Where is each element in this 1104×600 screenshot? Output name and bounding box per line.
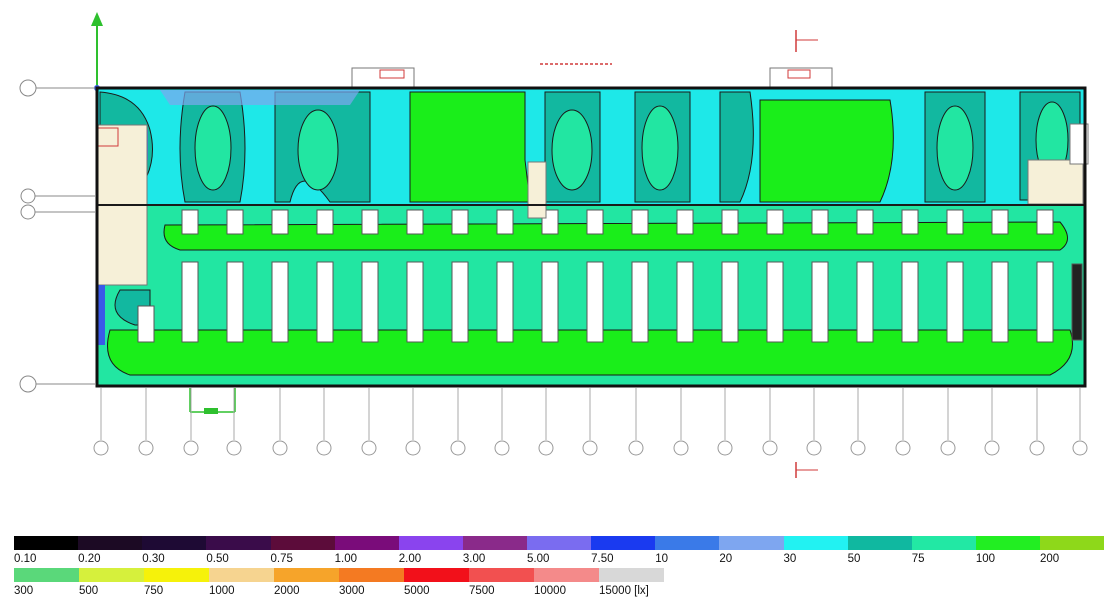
lower-zone-contours <box>107 221 1073 376</box>
legend-swatch <box>14 568 79 582</box>
grid-column-markers <box>93 388 1088 456</box>
legend-swatch <box>14 536 79 550</box>
legend-swatch <box>1040 536 1104 550</box>
lighting-floor-plan <box>19 12 1089 478</box>
legend-swatch <box>270 536 335 550</box>
legend-swatch <box>975 536 1040 550</box>
legend-label: 750 <box>144 585 164 597</box>
rack-row-lower <box>137 261 1083 343</box>
legend-label-row-1: 0.10 0.20 0.30 0.50 0.75 1.00 2.00 3.00 5.00 7.50… <box>14 550 1104 568</box>
section-marker <box>795 462 818 478</box>
legend-swatch <box>599 568 664 582</box>
legend-swatch <box>142 536 207 550</box>
grid-row-markers <box>19 79 95 393</box>
legend-label: 0.10 <box>14 553 37 565</box>
y-axis-arrow-icon <box>91 12 103 91</box>
legend-swatch <box>911 536 976 550</box>
legend-label: 15000 [lx] <box>599 585 649 597</box>
legend-swatch-row-1 <box>14 536 1104 550</box>
illuminance-legend: 0.10 0.20 0.30 0.50 0.75 1.00 2.00 3.00 5.00 7.50… <box>14 536 1104 600</box>
legend-label: 10000 <box>534 585 566 597</box>
legend-swatch <box>534 568 599 582</box>
legend-label: 0.20 <box>78 553 101 565</box>
legend-label: 20 <box>719 553 733 565</box>
legend-label: 75 <box>911 553 925 565</box>
legend-label: 200 <box>1040 553 1060 565</box>
legend-label: 5000 <box>404 585 430 597</box>
legend-swatch <box>591 536 656 550</box>
bottom-door <box>189 388 236 414</box>
legend-label: 500 <box>79 585 99 597</box>
legend-label: 3000 <box>339 585 365 597</box>
legend-label: 0.30 <box>142 553 165 565</box>
legend-label: 3.00 <box>462 553 486 565</box>
legend-swatch <box>79 568 144 582</box>
legend-swatch <box>783 536 848 550</box>
building-wall <box>95 86 1087 388</box>
legend-label: 300 <box>14 585 34 597</box>
legend-swatch <box>847 536 912 550</box>
legend-swatch <box>719 536 784 550</box>
legend-swatch <box>209 568 274 582</box>
legend-label: 2000 <box>274 585 300 597</box>
legend-swatch <box>469 568 534 582</box>
legend-label: 2.00 <box>398 553 422 565</box>
legend-swatch <box>655 536 720 550</box>
legend-swatch <box>398 536 463 550</box>
legend-label: 7.50 <box>591 553 614 565</box>
legend-label: 5.00 <box>527 553 550 565</box>
legend-label: 7500 <box>469 585 495 597</box>
upper-zone-contours <box>99 90 1081 203</box>
legend-swatch <box>206 536 271 550</box>
legend-label: 30 <box>783 553 797 565</box>
legend-swatch <box>527 536 592 550</box>
legend-swatch <box>78 536 143 550</box>
central-post <box>527 161 547 219</box>
legend-swatch-row-2 <box>14 568 1104 582</box>
legend-label: 0.75 <box>270 553 293 565</box>
legend-label-row-2: 300 500 750 1000 2000 3000 5000 7500 10000 15000 … <box>14 582 1104 600</box>
legend-label: 1.00 <box>334 553 358 565</box>
rack-row-upper <box>181 209 1054 235</box>
legend-swatch <box>144 568 209 582</box>
legend-swatch <box>274 568 339 582</box>
legend-swatch <box>339 568 404 582</box>
legend-swatch <box>334 536 399 550</box>
legend-swatch <box>404 568 469 582</box>
legend-swatch <box>462 536 527 550</box>
top-annotations <box>351 30 833 89</box>
legend-label: 1000 <box>209 585 235 597</box>
legend-label: 50 <box>847 553 861 565</box>
legend-label: 0.50 <box>206 553 229 565</box>
legend-label: 100 <box>975 553 996 565</box>
legend-label: 10 <box>655 553 669 565</box>
